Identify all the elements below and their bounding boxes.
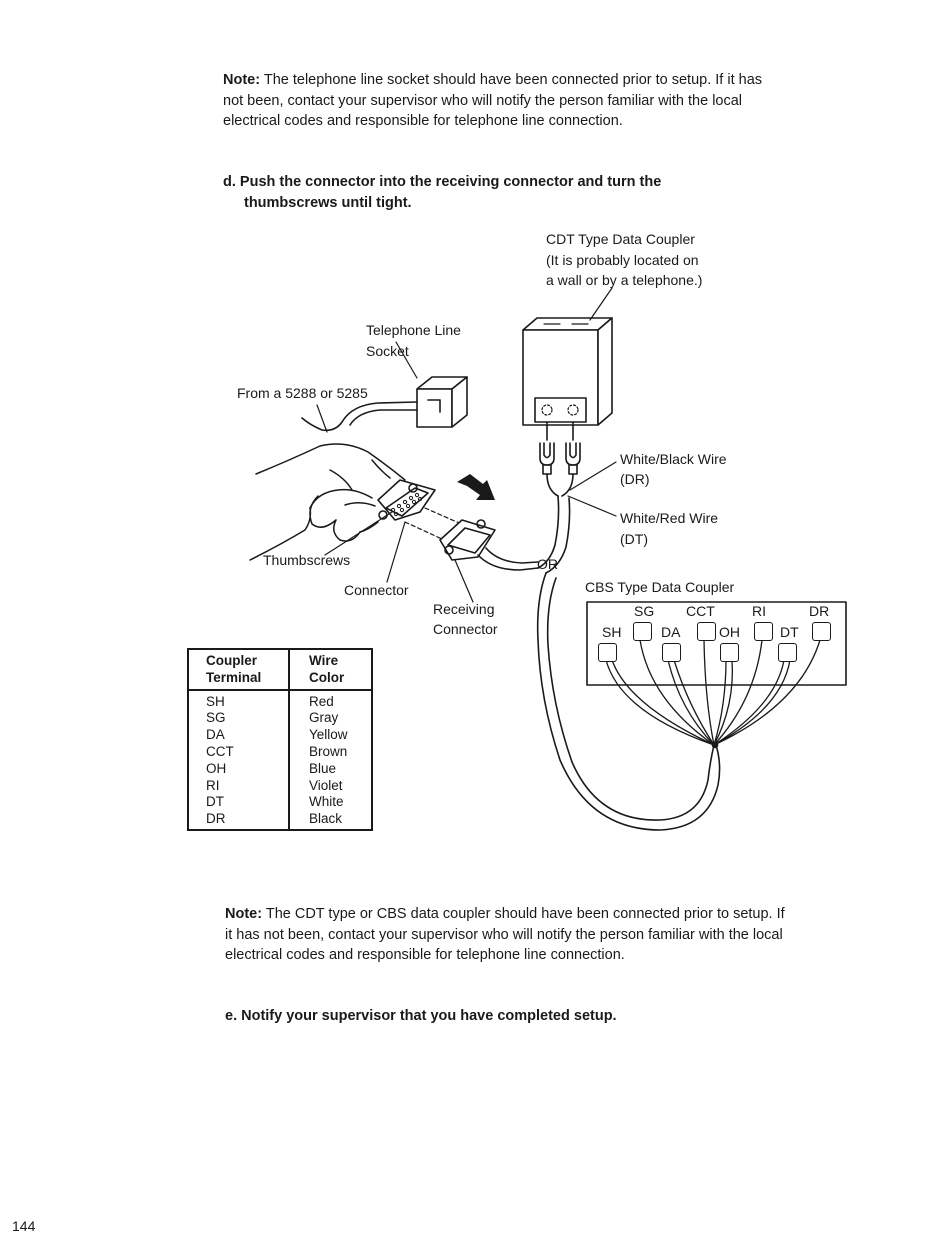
receiving-connector [439, 519, 496, 561]
cdt-coupler-box [522, 317, 613, 426]
cdt-label-line1: CDT Type Data Coupler [546, 231, 695, 247]
screw-icon [754, 622, 773, 641]
color-cell: Violet [309, 777, 343, 793]
hand-drawing [249, 443, 406, 561]
terminal-cell: RI [188, 777, 290, 795]
dt-label: (DT) [620, 531, 648, 547]
receiving-connector-label-line2: Connector [433, 621, 498, 637]
telephone-socket [416, 376, 468, 428]
note-bottom-text: The CDT type or CBS data coupler should … [225, 906, 785, 963]
socket-label-line1: Telephone Line [366, 322, 461, 338]
table-row: SH Red [188, 689, 372, 711]
header-wire-color: Wire Color [289, 649, 372, 691]
wire-color-table: Coupler Terminal Wire Color SH Red SG Gray… [187, 648, 373, 831]
header-color-line2: Color [309, 669, 345, 685]
cbs-terminal-dt: DT [780, 624, 799, 640]
dr-label: (DR) [620, 471, 650, 487]
terminal-cell: DT [188, 794, 290, 812]
screw-icon [633, 622, 652, 641]
socket-label-line2: Socket [366, 343, 409, 359]
color-cell: Red [309, 693, 334, 709]
white-red-wire-label: White/Red Wire [620, 510, 719, 526]
color-cell: Yellow [309, 727, 348, 743]
screw-icon [720, 643, 739, 662]
color-cell: Blue [309, 760, 337, 776]
screw-icon [812, 622, 831, 641]
table-row: OH Blue [188, 760, 372, 778]
from-label: From a 5288 or 5285 [237, 385, 368, 401]
cbs-terminal-da: DA [661, 624, 681, 640]
color-cell: Gray [309, 710, 339, 726]
table-row: SG Gray [188, 710, 372, 728]
step-d-line1: d. Push the connector into the receiving… [223, 174, 662, 190]
terminal-cell: DR [188, 811, 290, 830]
connector-plug [377, 479, 436, 521]
cbs-terminal-sh: SH [602, 624, 622, 640]
cbs-coupler-box [586, 601, 847, 686]
cbs-label: CBS Type Data Coupler [585, 579, 735, 595]
receiving-connector-label-line1: Receiving [433, 601, 495, 617]
terminal-cell: DA [188, 727, 290, 744]
terminal-cell: SG [188, 710, 290, 728]
step-e: e. Notify your supervisor that you have … [225, 1008, 617, 1024]
thumbscrews-label: Thumbscrews [263, 552, 351, 568]
table-row: DT White [188, 794, 372, 812]
cbs-terminal-ri: RI [752, 603, 766, 619]
table-row: DA Yellow [188, 727, 372, 744]
cdt-label-line2: (It is probably located on [546, 252, 699, 268]
header-coupler-terminal: Coupler Terminal [188, 649, 290, 691]
screw-icon [662, 643, 681, 662]
screw-icon [598, 643, 617, 662]
connector-label: Connector [344, 582, 409, 598]
note-top: Note: The telephone line socket should h… [223, 70, 783, 132]
cbs-terminal-oh: OH [719, 624, 740, 640]
note-bottom-label: Note: [225, 906, 263, 922]
terminal-cell: OH [188, 760, 290, 778]
white-black-wire-label: White/Black Wire [620, 451, 727, 467]
spade-terminals [539, 421, 581, 475]
color-cell: Brown [309, 743, 348, 759]
cbs-terminal-dr: DR [809, 603, 830, 619]
cdt-label-line3: a wall or by a telephone.) [546, 272, 703, 288]
or-label: OR [537, 556, 558, 572]
cbs-terminal-sg: SG [634, 603, 655, 619]
header-color-line1: Wire [309, 653, 339, 668]
screw-icon [697, 622, 716, 641]
table-row: DR Black [188, 811, 372, 830]
step-d: d. Push the connector into the receiving… [223, 172, 783, 213]
color-cell: White [309, 794, 344, 810]
screw-icon [778, 643, 797, 662]
push-arrow [457, 474, 495, 500]
header-terminal-line2: Terminal [206, 669, 262, 685]
terminal-cell: SH [188, 689, 290, 711]
terminal-cell: CCT [188, 743, 290, 761]
table-header-row: Coupler Terminal Wire Color [188, 649, 372, 691]
note-top-text: The telephone line socket should have be… [223, 72, 763, 129]
color-cell: Black [309, 811, 343, 827]
note-bottom: Note: The CDT type or CBS data coupler s… [225, 904, 785, 966]
page-number: 144 [12, 1218, 36, 1234]
note-top-label: Note: [223, 72, 261, 88]
cbs-terminal-cct: CCT [686, 603, 715, 619]
table-row: CCT Brown [188, 743, 372, 761]
step-d-line2: thumbscrews until tight. [244, 194, 412, 211]
table-row: RI Violet [188, 777, 372, 795]
header-terminal-line1: Coupler [206, 653, 258, 668]
